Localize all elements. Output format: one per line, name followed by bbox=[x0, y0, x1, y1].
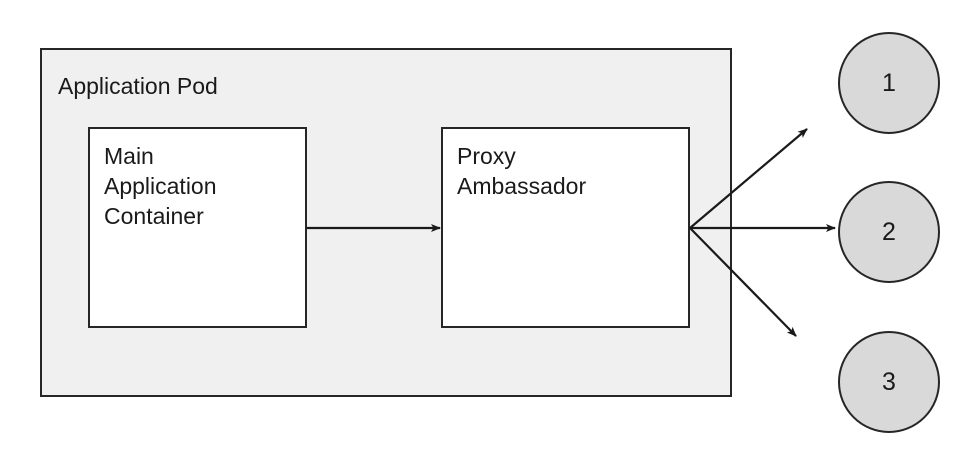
application-pod-label: Application Pod bbox=[58, 73, 218, 99]
main-application-container-box[interactable]: Main Application Container bbox=[88, 127, 307, 328]
service-node-2-label: 2 bbox=[882, 217, 896, 246]
main-application-container-label: Main Application Container bbox=[104, 143, 217, 229]
service-node-1-label: 1 bbox=[882, 68, 896, 97]
service-node-3-label: 3 bbox=[882, 367, 896, 396]
service-node-1[interactable]: 1 bbox=[838, 32, 940, 134]
proxy-ambassador-box[interactable]: Proxy Ambassador bbox=[441, 127, 690, 328]
service-node-3[interactable]: 3 bbox=[838, 331, 940, 433]
service-node-2[interactable]: 2 bbox=[838, 181, 940, 283]
proxy-ambassador-label: Proxy Ambassador bbox=[457, 143, 587, 199]
